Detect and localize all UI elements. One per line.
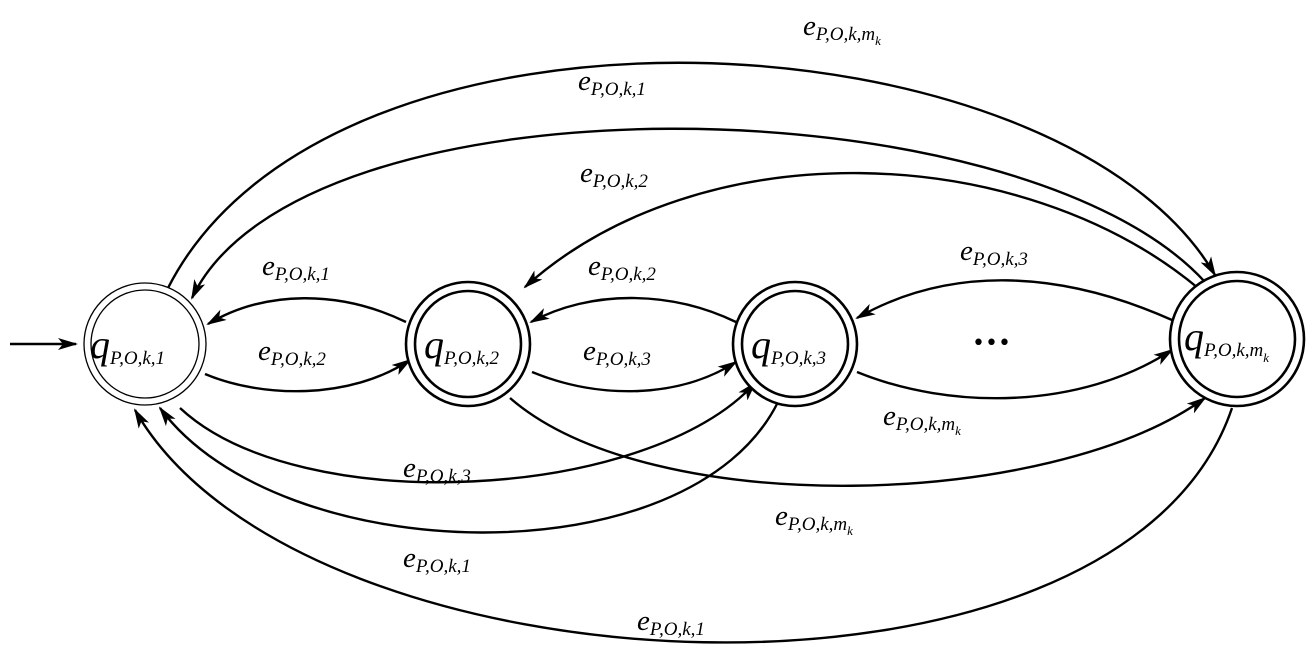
- svg-text:qP,O,k,1: qP,O,k,1: [90, 322, 165, 369]
- state-q3-base: q: [751, 322, 771, 367]
- edge-q3-qm: [856, 348, 1174, 400]
- state-q1-sub: P,O,k,1: [109, 348, 165, 369]
- label-e-qm-q3: eP,O,k,3: [960, 235, 1028, 270]
- label-e-qm-q2: eP,O,k,2: [580, 157, 648, 192]
- state-q1: qP,O,k,1: [83, 282, 207, 406]
- edge-qm-q1-top: [190, 127, 1206, 300]
- label-e-q2-q1: eP,O,k,1: [262, 250, 330, 285]
- state-q2: qP,O,k,2: [404, 280, 532, 408]
- label-e-q2-qm: eP,O,k,mk: [775, 500, 853, 538]
- edge-qm-q1-bottom: [133, 407, 1234, 644]
- label-e-q3-qm: eP,O,k,mk: [883, 400, 961, 438]
- edge-qm-q2: [523, 171, 1199, 289]
- label-e-q1-q2: eP,O,k,2: [258, 335, 326, 370]
- edge-labels: eP,O,k,mk eP,O,k,1 eP,O,k,2 eP,O,k,3 eP,…: [258, 10, 1028, 640]
- state-q3-sub: P,O,k,3: [770, 348, 826, 369]
- label-e-qm-q1-bottom: eP,O,k,1: [637, 605, 705, 640]
- state-qm: qP,O,k,mk: [1168, 270, 1306, 408]
- edge-q1-q2: [204, 358, 412, 393]
- label-e-qm-q1-top: eP,O,k,1: [578, 65, 646, 100]
- edge-q2-q3: [531, 360, 738, 393]
- edge-q2-q1: [206, 297, 407, 326]
- svg-text:qP,O,k,mk: qP,O,k,mk: [1184, 314, 1269, 365]
- edge-q3-q1: [158, 401, 780, 534]
- edge-group: [133, 61, 1234, 644]
- state-q2-sub: P,O,k,2: [443, 348, 500, 369]
- label-e-q3-q2: eP,O,k,2: [588, 250, 656, 285]
- label-e-q2-q3: eP,O,k,3: [583, 335, 651, 370]
- svg-text:qP,O,k,3: qP,O,k,3: [751, 322, 826, 369]
- state-qm-base: q: [1184, 314, 1204, 359]
- state-qm-sub: P,O,k,m: [1203, 340, 1263, 361]
- state-q1-base: q: [90, 322, 110, 367]
- state-q3: qP,O,k,3: [731, 280, 859, 408]
- edge-q2-qm: [509, 396, 1207, 487]
- label-e-q3-q1: eP,O,k,1: [403, 542, 471, 577]
- svg-text:qP,O,k,2: qP,O,k,2: [424, 322, 500, 369]
- label-e-q1-qm-top: eP,O,k,mk: [803, 10, 881, 48]
- edge-qm-q3: [855, 279, 1173, 322]
- edge-q3-q2: [529, 296, 737, 324]
- ellipsis: •••: [972, 331, 1011, 356]
- edge-q1-q3: [179, 381, 757, 484]
- state-q2-base: q: [424, 322, 444, 367]
- label-e-q1-q3: eP,O,k,3: [403, 452, 471, 487]
- state-qm-subsub: k: [1263, 350, 1269, 365]
- edge-q1-qm-top: [166, 61, 1217, 289]
